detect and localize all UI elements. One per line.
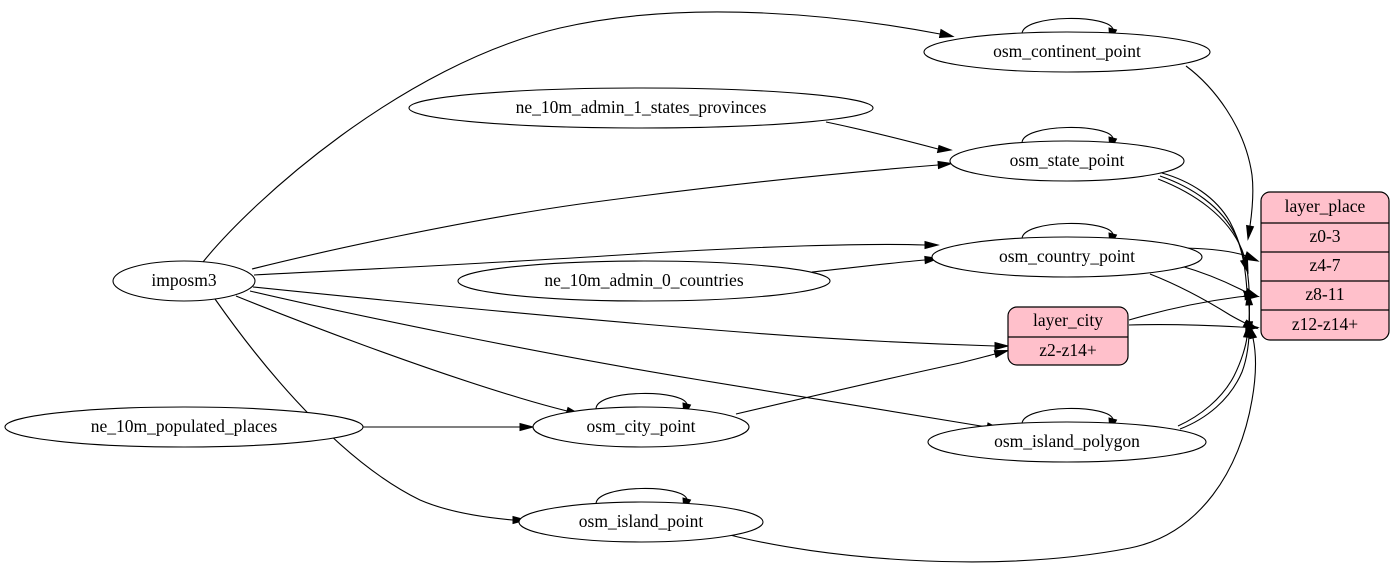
record-field-layer_place-z8-11[interactable]: z8-11 [1305, 284, 1344, 304]
node-label-imposm3: imposm3 [151, 270, 216, 290]
record-field-layer_place-z12-z14[interactable]: z12-z14+ [1292, 314, 1358, 334]
node-label-osm_island_point: osm_island_point [579, 511, 704, 531]
node-label-ne_10m_admin_1_states_provinces: ne_10m_admin_1_states_provinces [516, 97, 767, 117]
edge-imposm3-to-osm_country_point [253, 240, 940, 276]
record-title-layer_city: layer_city [1033, 310, 1103, 330]
node-osm_city_point[interactable]: osm_city_point [532, 406, 750, 448]
node-label-osm_city_point: osm_city_point [587, 416, 696, 436]
node-ne_10m_admin_0_countries[interactable]: ne_10m_admin_0_countries [457, 260, 831, 302]
edge-imposm3-to-layer_city [252, 286, 1010, 351]
node-osm_state_point[interactable]: osm_state_point [949, 140, 1185, 182]
node-label-osm_country_point: osm_country_point [999, 246, 1135, 266]
nodes-layer: imposm3 ne_10m_admin_1_states_provinces … [4, 31, 1211, 543]
record-title-layer_place: layer_place [1285, 196, 1366, 216]
edge-ne_10m_admin_0_countries-to-osm_country_point [811, 255, 940, 273]
node-osm_continent_point[interactable]: osm_continent_point [923, 31, 1211, 73]
edge-osm_country_point-to-layer_place-z4-7 [1175, 247, 1260, 262]
edge-osm_island_polygon-to-layer_place-z12-z14 [1177, 322, 1251, 427]
node-label-osm_state_point: osm_state_point [1010, 150, 1125, 170]
record-nodes-layer: layer_place z0-3 z4-7 z8-11 z12-z14+ lay… [1007, 191, 1390, 366]
node-label-osm_continent_point: osm_continent_point [993, 41, 1141, 61]
edge-layer_city-to-layer_place-z12-z14 [1128, 323, 1260, 332]
edge-imposm3-to-osm_state_point [251, 160, 954, 270]
edge-osm_continent_point-to-layer_place-z0-3 [1185, 65, 1255, 241]
node-label-ne_10m_populated_places: ne_10m_populated_places [91, 416, 278, 436]
node-imposm3[interactable]: imposm3 [112, 260, 256, 302]
node-osm_island_point[interactable]: osm_island_point [518, 501, 764, 543]
node-label-osm_island_polygon: osm_island_polygon [994, 431, 1140, 451]
edge-osm_country_point-to-layer_place-z12-z14 [1149, 273, 1259, 330]
edge-osm_island_polygon-to-layer_place-z8-11 [1179, 291, 1254, 430]
edge-osm_island_point-to-layer_place-z12-z14 [729, 323, 1258, 563]
record-field-layer_city-z2-z14[interactable]: z2-z14+ [1039, 340, 1097, 360]
node-osm_country_point[interactable]: osm_country_point [931, 236, 1203, 278]
record-node-layer_place[interactable]: layer_place z0-3 z4-7 z8-11 z12-z14+ [1260, 191, 1390, 341]
record-field-layer_place-z4-7[interactable]: z4-7 [1309, 255, 1340, 275]
edge-ne_10m_admin_1_states_provinces-to-osm_state_point [825, 121, 953, 154]
edge-layer_city-to-layer_place-z8-11 [1128, 292, 1260, 321]
record-node-layer_city[interactable]: layer_city z2-z14+ [1007, 306, 1129, 366]
node-osm_island_polygon[interactable]: osm_island_polygon [927, 421, 1207, 463]
record-field-layer_place-z0-3[interactable]: z0-3 [1309, 226, 1340, 246]
edge-osm_city_point-to-layer_city [735, 349, 1010, 415]
node-ne_10m_admin_1_states_provinces[interactable]: ne_10m_admin_1_states_provinces [408, 87, 874, 129]
edge-imposm3-to-osm_continent_point [202, 11, 955, 263]
edge-ne_10m_populated_places-to-osm_city_point [363, 422, 535, 432]
node-ne_10m_populated_places[interactable]: ne_10m_populated_places [4, 406, 364, 448]
node-label-ne_10m_admin_0_countries: ne_10m_admin_0_countries [544, 270, 743, 290]
